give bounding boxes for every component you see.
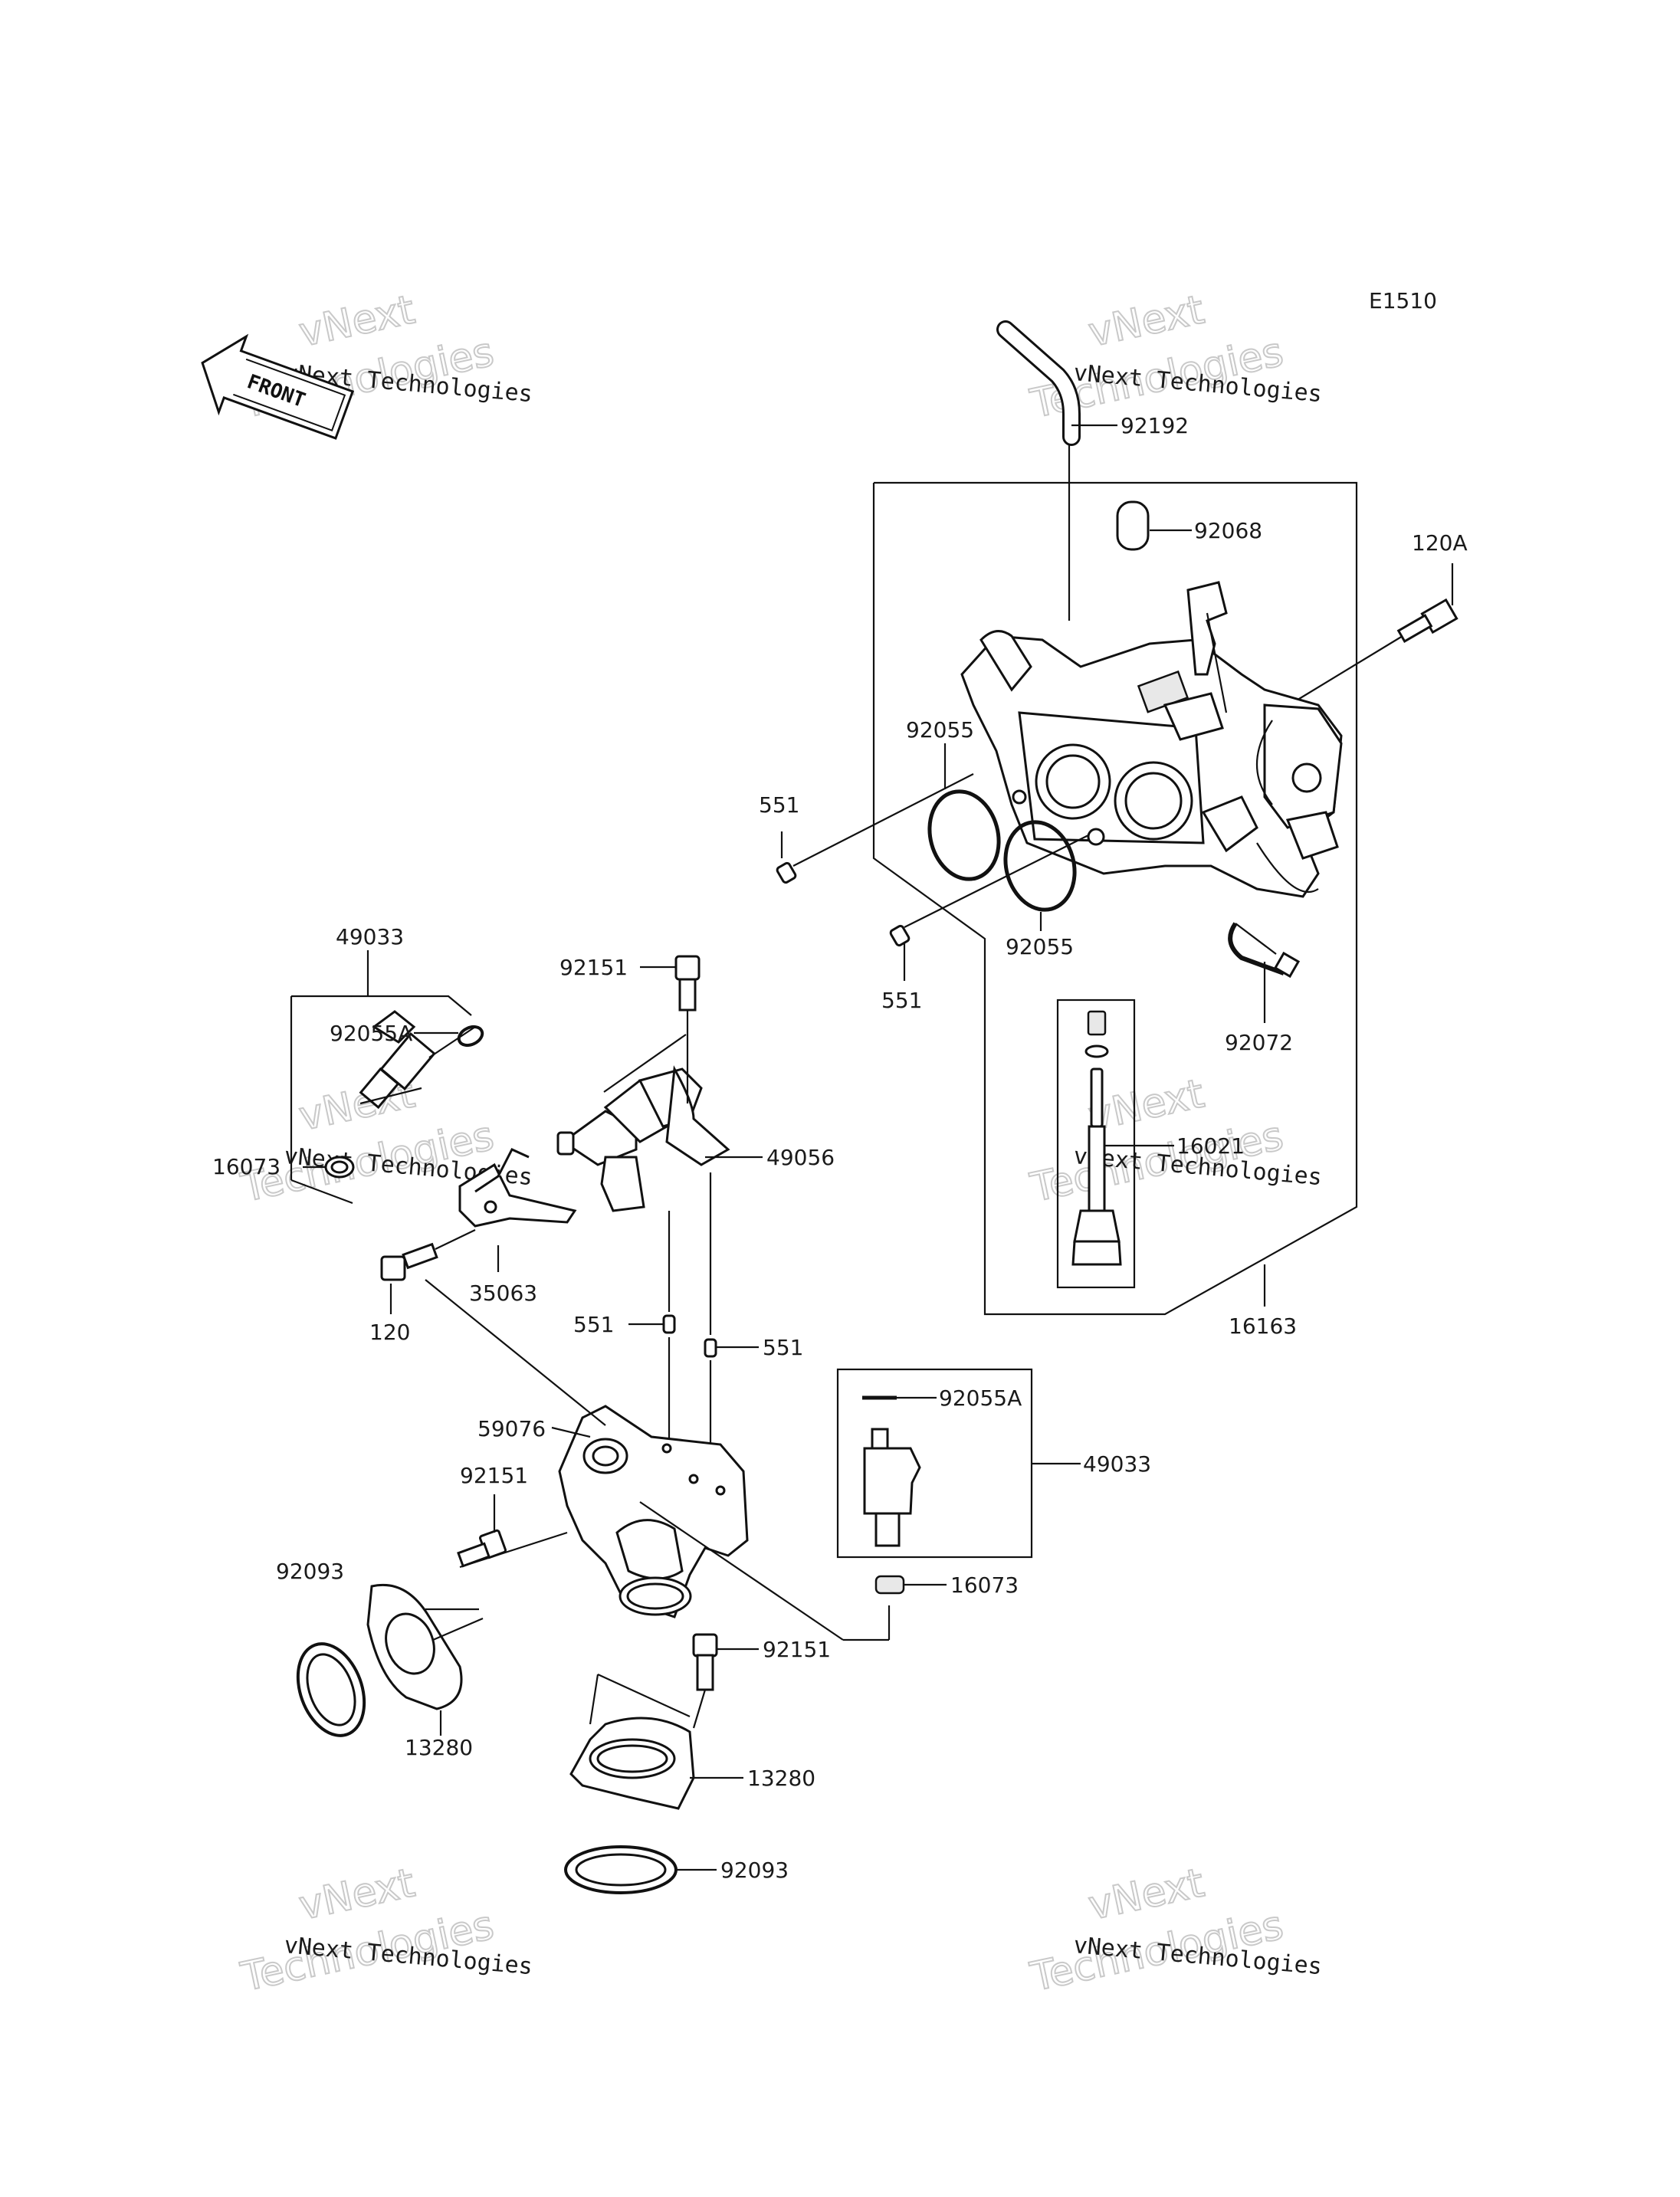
label-92068: 92068 (1194, 518, 1262, 543)
label-551-left: 551 (759, 792, 799, 818)
pin-551-left (776, 773, 974, 884)
bolt-92151-mid (457, 1529, 568, 1569)
front-arrow-icon: FRONT (201, 333, 355, 440)
hose-92192 (996, 320, 1081, 621)
injector-49033-right (862, 1395, 921, 1547)
label-92072: 92072 (1225, 1030, 1293, 1055)
pin-551-mid-right (704, 1172, 717, 1460)
part-labels: 92192 92068 120A 92055 551 92055 551 920… (212, 413, 1468, 1883)
watermark-ghost-vnext: vNext (1084, 1860, 1208, 1929)
label-92055a-top: 92055A (330, 1021, 412, 1046)
o-ring-92055a-left (457, 1025, 484, 1048)
label-120: 120 (369, 1320, 410, 1345)
label-92093-right: 92093 (720, 1858, 789, 1883)
leader-lines (303, 424, 1454, 1871)
seal-92093-left (296, 1642, 366, 1737)
label-92151-lower: 92151 (763, 1637, 831, 1662)
grommet-16073-left (324, 1156, 355, 1179)
label-92055-top: 92055 (906, 717, 974, 743)
pin-551-mid-left (662, 1211, 676, 1456)
label-551-mid-right: 551 (763, 1335, 803, 1360)
watermark-mid-right: vNext Technologies vNext Technologies (1025, 1070, 1323, 1212)
label-120a: 120A (1412, 530, 1468, 556)
label-551-lower: 551 (881, 988, 922, 1013)
label-35063: 35063 (469, 1280, 537, 1306)
throttle-body (960, 581, 1343, 898)
screw-16021 (1071, 1010, 1122, 1266)
label-49033-right: 49033 (1083, 1451, 1151, 1477)
delivery-pipe-49056 (556, 1034, 730, 1212)
label-92093-left: 92093 (276, 1559, 344, 1584)
bracket-35063 (458, 1148, 577, 1228)
watermark-ghost-vnext: vNext (295, 1860, 418, 1929)
label-92151-top: 92151 (559, 955, 628, 980)
label-16021: 16021 (1176, 1133, 1245, 1159)
clamp-92072 (1228, 922, 1301, 979)
diagram-code: E1510 (1369, 288, 1437, 313)
injector-49033-left (359, 1010, 476, 1110)
label-92192: 92192 (1121, 413, 1189, 438)
label-13280-right: 13280 (747, 1766, 815, 1791)
label-13280-left: 13280 (405, 1735, 473, 1760)
label-16073-left: 16073 (212, 1154, 281, 1179)
bolt-92151-lower (692, 1633, 718, 1729)
holder-59076 (425, 1279, 844, 1641)
label-59076: 59076 (477, 1416, 546, 1441)
label-92151-mid: 92151 (460, 1463, 528, 1488)
o-ring-92055-left (927, 789, 1001, 881)
watermark-bottom-left: vNext Technologies vNext Technologies (236, 1859, 533, 2001)
o-ring-92055-right (1003, 820, 1077, 912)
grommet-16073-right (874, 1575, 905, 1595)
watermark-bottom-right: vNext Technologies vNext Technologies (1025, 1859, 1323, 2001)
label-92055-bottom: 92055 (1006, 934, 1074, 959)
label-16073-right: 16073 (950, 1572, 1019, 1598)
bolt-120 (380, 1229, 476, 1281)
watermark-ghost-vnext: vNext (295, 287, 418, 356)
plate-13280-right (569, 1674, 695, 1810)
pin-551-lower (889, 835, 1089, 947)
label-551-mid-left: 551 (573, 1312, 614, 1337)
label-92055a-right: 92055A (939, 1385, 1022, 1411)
label-49033-top: 49033 (336, 924, 404, 949)
label-49056: 49056 (766, 1145, 835, 1170)
seal-92093-right (564, 1845, 678, 1894)
bolt-120a (1294, 598, 1459, 702)
watermark-ghost-vnext: vNext (1084, 287, 1208, 356)
label-16163: 16163 (1229, 1313, 1297, 1339)
cap-92068 (1116, 500, 1150, 551)
plate-13280-left (366, 1583, 484, 1710)
